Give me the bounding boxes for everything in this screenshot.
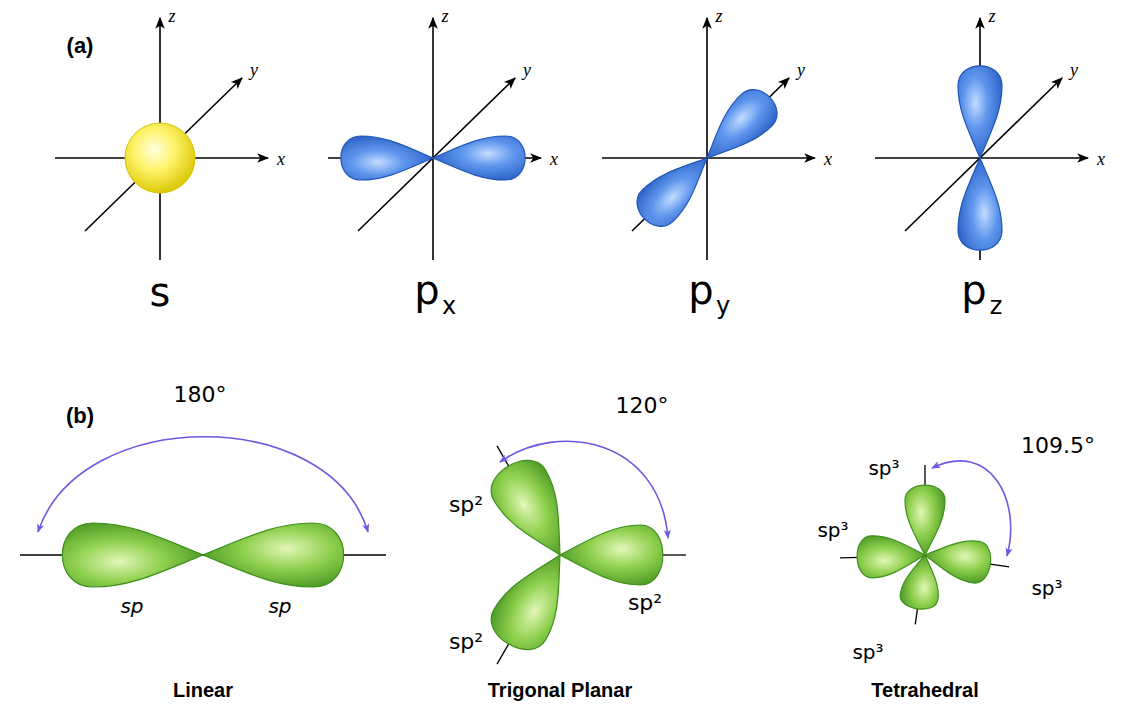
orbital-panel xyxy=(875,18,1088,260)
sp-orbital-lobe xyxy=(203,523,344,587)
sp3-orbital-lobe xyxy=(922,534,993,585)
axis-label: z xyxy=(168,7,175,25)
hybrid-orbitals xyxy=(20,437,1011,664)
orbital-label: sp³ xyxy=(817,520,848,540)
axis-label: z xyxy=(988,7,995,25)
orbital-panel xyxy=(602,18,815,260)
p-orbital-lobe xyxy=(433,136,525,180)
axis-label: x xyxy=(550,150,558,168)
orbital-label: sp³ xyxy=(1031,578,1062,598)
angle-label: 180° xyxy=(174,384,227,406)
orbital-label: sp xyxy=(120,596,143,616)
geometry-name: Trigonal Planar xyxy=(488,680,632,700)
geometry-name: Tetrahedral xyxy=(871,680,978,700)
p-orbital-lobe xyxy=(958,66,1002,158)
bond-axis xyxy=(924,465,925,487)
orbital-label: sp xyxy=(268,596,291,616)
sp2-orbital-lobe xyxy=(483,540,586,659)
orbital-name: p xyxy=(414,270,439,310)
axis-label: y xyxy=(523,61,531,79)
angle-arc xyxy=(932,461,1011,556)
angle-arc xyxy=(500,441,668,538)
axis-label: x xyxy=(824,150,832,168)
angle-label: 109.5° xyxy=(1021,435,1095,457)
axis-label: y xyxy=(1070,61,1078,79)
axis-label: z xyxy=(715,7,722,25)
orbital-panel xyxy=(55,18,268,260)
sp-orbital-lobe xyxy=(62,523,203,587)
panel-label: (a) xyxy=(67,35,94,57)
sp3-orbital-lobe xyxy=(905,485,945,555)
orbital-subscript: z xyxy=(990,294,1003,318)
orbital-label: sp² xyxy=(449,631,483,653)
p-orbital-lobe xyxy=(958,158,1002,250)
y-axis xyxy=(85,78,242,231)
bond-axis xyxy=(497,642,510,665)
axis-label: y xyxy=(797,61,805,79)
orbital-subscript: y xyxy=(716,294,730,318)
orbital-name: p xyxy=(961,270,986,310)
axis-label: z xyxy=(441,7,448,25)
bond-axis xyxy=(840,557,859,559)
bond-axis xyxy=(660,554,686,555)
orbital-name: p xyxy=(688,270,713,310)
sp2-orbital-lobe xyxy=(483,451,586,570)
axis-label: x xyxy=(1097,150,1105,168)
axis-label: x xyxy=(277,150,285,168)
orbital-name: s xyxy=(150,272,171,312)
axis-label: y xyxy=(250,61,258,79)
z-axis xyxy=(432,18,434,260)
z-axis xyxy=(706,18,708,260)
orbital-label: sp³ xyxy=(852,642,883,662)
orbital-panel xyxy=(328,18,541,260)
panel-label: (b) xyxy=(66,405,94,427)
angle-arc xyxy=(38,437,368,532)
orbital-label: sp² xyxy=(449,494,483,516)
orbital-subscript: x xyxy=(442,294,456,318)
sp2-orbital-lobe xyxy=(560,525,663,585)
orbital-label: sp² xyxy=(628,592,662,614)
p-orbital-lobe xyxy=(341,136,433,180)
p-orbital-lobe xyxy=(629,142,722,234)
bond-axis xyxy=(988,564,1009,567)
angle-label: 120° xyxy=(616,395,669,417)
geometry-name: Linear xyxy=(173,680,233,700)
orbital-label: sp³ xyxy=(868,458,899,478)
s-orbital xyxy=(125,123,195,193)
